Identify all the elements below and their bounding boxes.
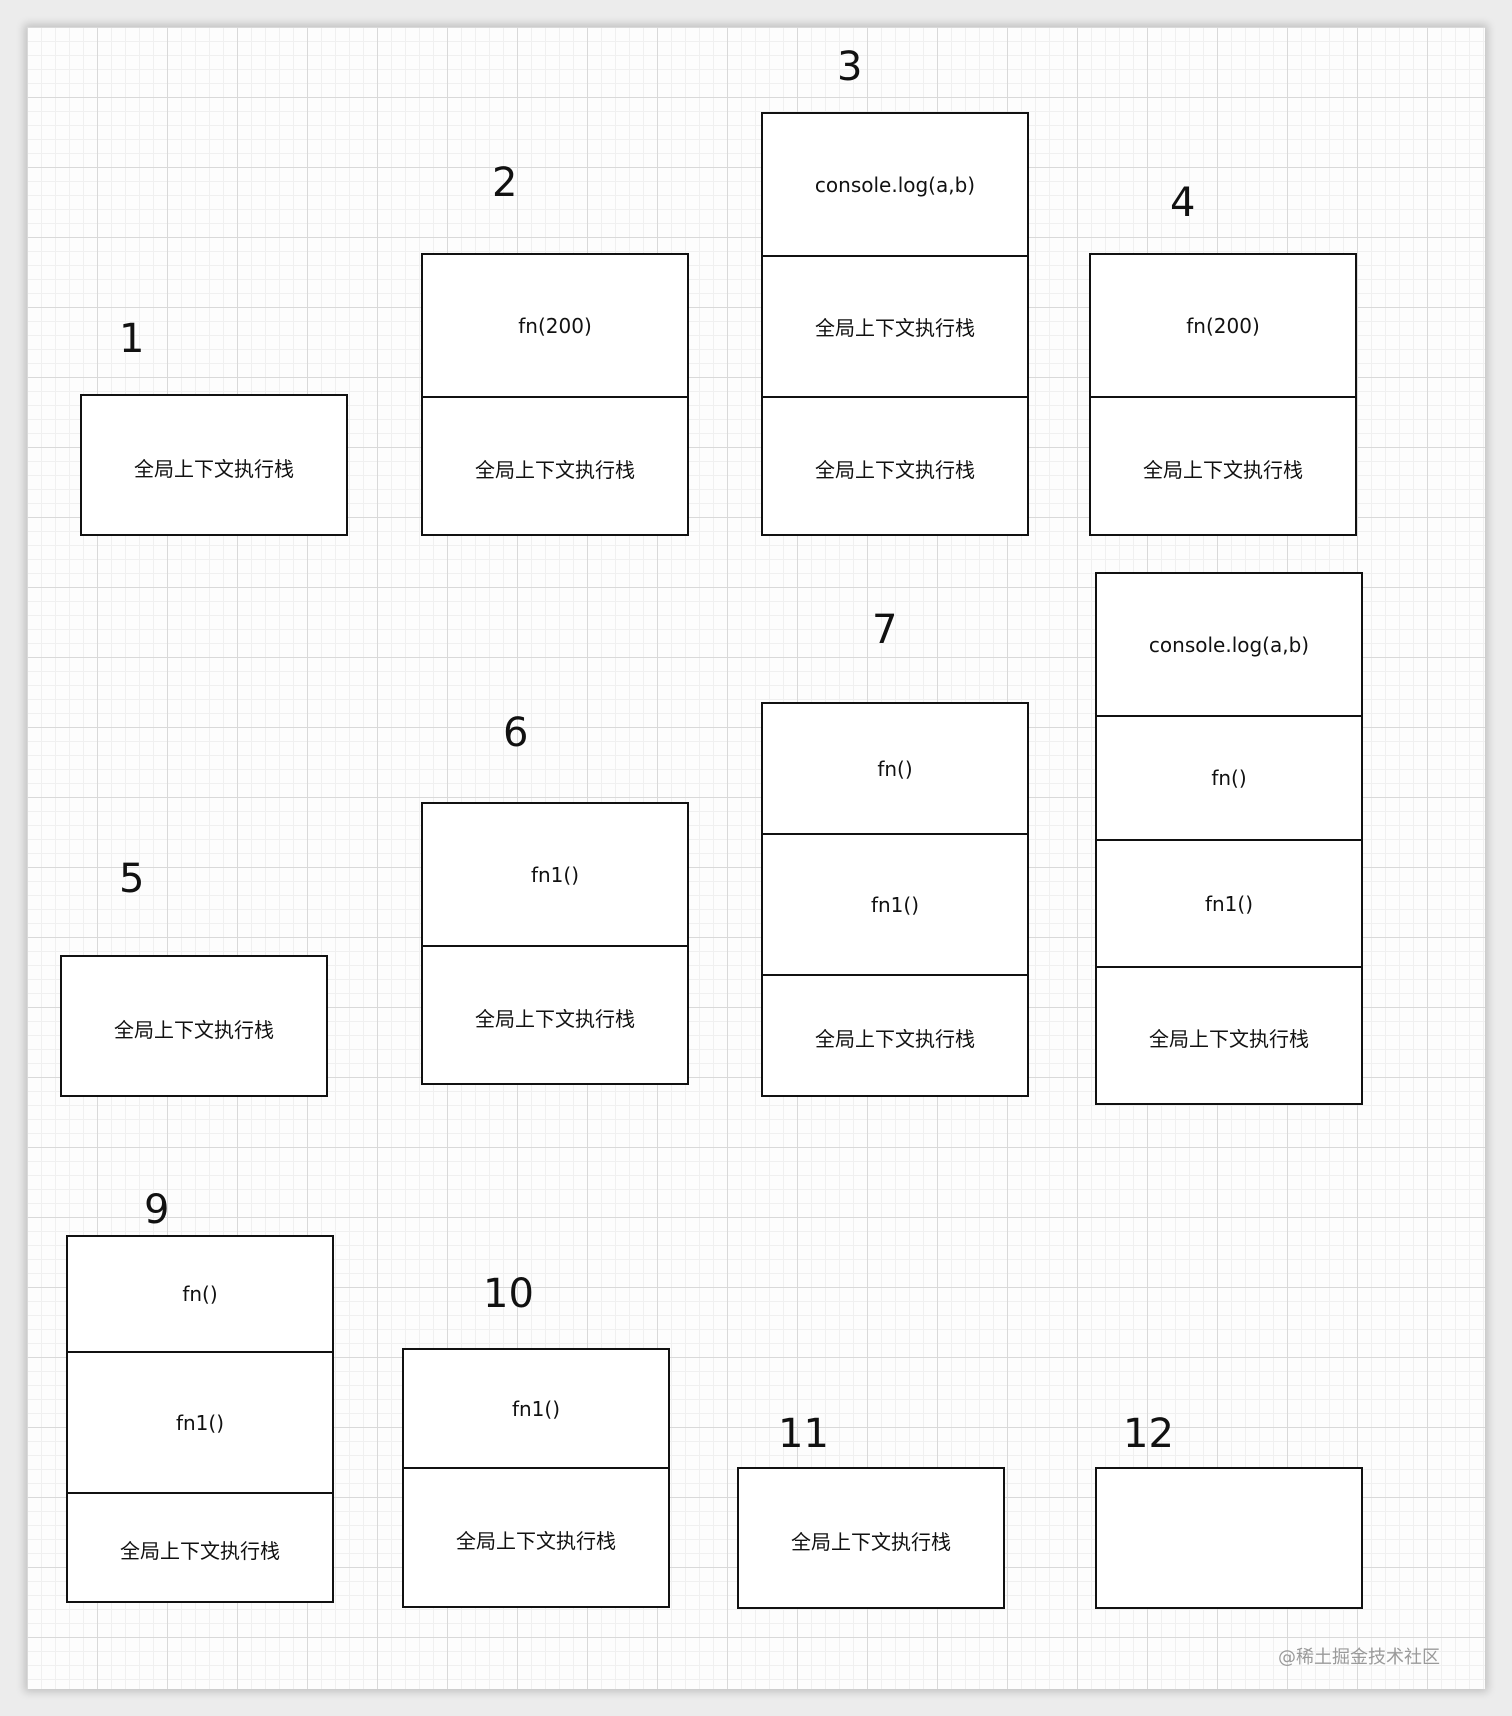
stack-frame: fn1(): [511, 1396, 561, 1421]
watermark: @稀土掘金技术社区: [1278, 1647, 1440, 1668]
stack-number: 9: [144, 1187, 170, 1233]
stack-frame: 全局上下文执行栈: [763, 255, 1027, 396]
stack-frame: fn1(): [763, 833, 1027, 974]
call-stack: fn1() 全局上下文执行栈: [421, 802, 689, 1085]
stack-number: 12: [1123, 1411, 1174, 1457]
stack-number: 6: [503, 710, 529, 756]
call-stack: console.log(a,b) fn()fn1()全局上下文执行栈: [1095, 572, 1363, 1105]
stack-frame: 全局上下文执行栈: [423, 396, 687, 538]
stack-frame: fn(): [1097, 715, 1361, 839]
call-stack: 全局上下文执行栈: [60, 955, 328, 1097]
stack-frame: [1097, 1469, 1361, 1611]
stack-frame: 全局上下文执行栈: [791, 1529, 951, 1554]
stack-frame: fn(200): [1186, 313, 1260, 338]
call-stack: fn(200) 全局上下文执行栈: [1089, 253, 1357, 536]
stack-frame: 全局上下文执行栈: [404, 1467, 668, 1610]
stack-frame: 全局上下文执行栈: [68, 1492, 332, 1605]
stack-number: 4: [1170, 180, 1196, 226]
stack-number: 5: [119, 856, 145, 902]
stack-number: 1: [119, 316, 145, 362]
call-stack: fn() fn1()全局上下文执行栈: [66, 1235, 334, 1603]
stack-number: 10: [483, 1271, 534, 1317]
stack-frame: fn1(): [530, 862, 580, 887]
stack-frame: 全局上下文执行栈: [134, 456, 294, 481]
diagram-canvas: 1 全局上下文执行栈 2 fn(200) 全局上下文执行栈 3 console.log(a,…: [27, 27, 1485, 1689]
stack-frame: fn(200): [518, 313, 592, 338]
stack-number: 7: [872, 607, 898, 653]
stack-frame: 全局上下文执行栈: [763, 396, 1027, 538]
stack-frame: 全局上下文执行栈: [1097, 966, 1361, 1107]
call-stack: [1095, 1467, 1363, 1609]
stack-frame: console.log(a,b): [814, 172, 976, 197]
stack-frame: fn(): [182, 1282, 218, 1306]
stack-frame: fn1(): [68, 1351, 332, 1492]
call-stack: console.log(a,b) 全局上下文执行栈全局上下文执行栈: [761, 112, 1029, 536]
stack-number: 11: [778, 1411, 829, 1457]
call-stack: fn(200) 全局上下文执行栈: [421, 253, 689, 536]
call-stack: fn1() 全局上下文执行栈: [402, 1348, 670, 1608]
call-stack: 全局上下文执行栈: [737, 1467, 1005, 1609]
call-stack: fn() fn1()全局上下文执行栈: [761, 702, 1029, 1097]
stack-frame: 全局上下文执行栈: [114, 1017, 274, 1042]
stack-frame: 全局上下文执行栈: [423, 945, 687, 1087]
stack-frame: 全局上下文执行栈: [763, 974, 1027, 1099]
stack-number: 3: [837, 44, 863, 90]
stack-number: 2: [492, 160, 518, 206]
stack-frame: console.log(a,b): [1148, 632, 1310, 657]
call-stack: 全局上下文执行栈: [80, 394, 348, 536]
stack-frame: fn(): [877, 756, 913, 781]
stack-frame: fn1(): [1097, 839, 1361, 966]
stack-frame: 全局上下文执行栈: [1091, 396, 1355, 538]
